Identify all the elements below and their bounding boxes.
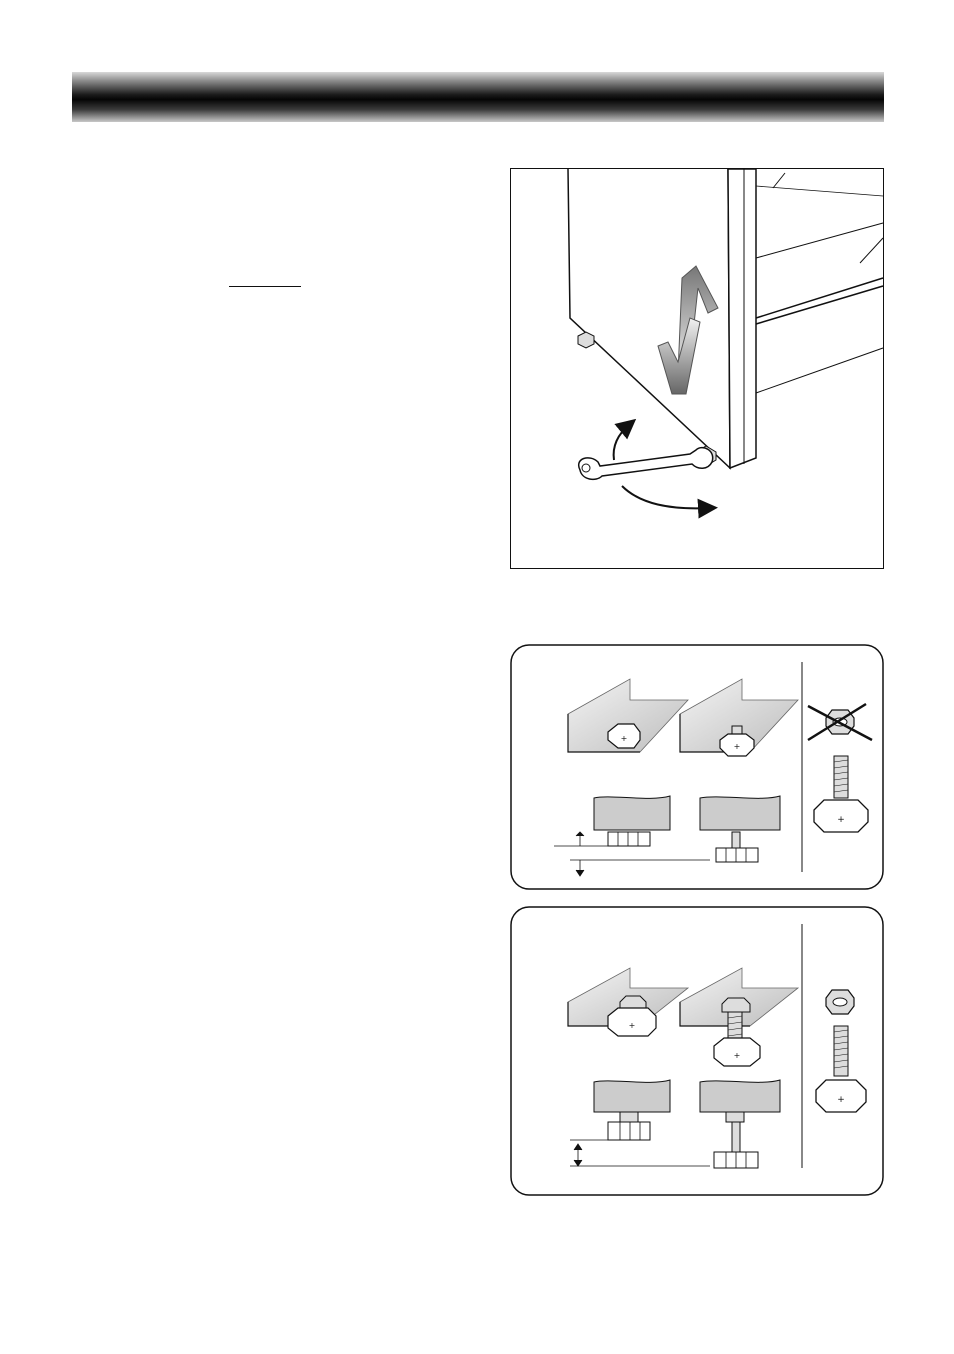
svg-text:+: + [621, 734, 628, 743]
header-bar [72, 72, 884, 122]
underline-mark [229, 286, 301, 287]
leveling-foot-without-locknut-figure: + + + [510, 644, 884, 890]
leveling-foot-adjustment-figure [510, 168, 884, 569]
leveling-foot-with-locknut-figure: + + + [510, 906, 884, 1196]
svg-text:+: + [734, 1051, 741, 1060]
svg-text:+: + [837, 815, 845, 825]
svg-text:+: + [837, 1095, 845, 1105]
svg-text:+: + [734, 742, 741, 751]
svg-text:+: + [629, 1021, 636, 1030]
locknut-icon [826, 990, 854, 1014]
foot-back [578, 332, 594, 348]
